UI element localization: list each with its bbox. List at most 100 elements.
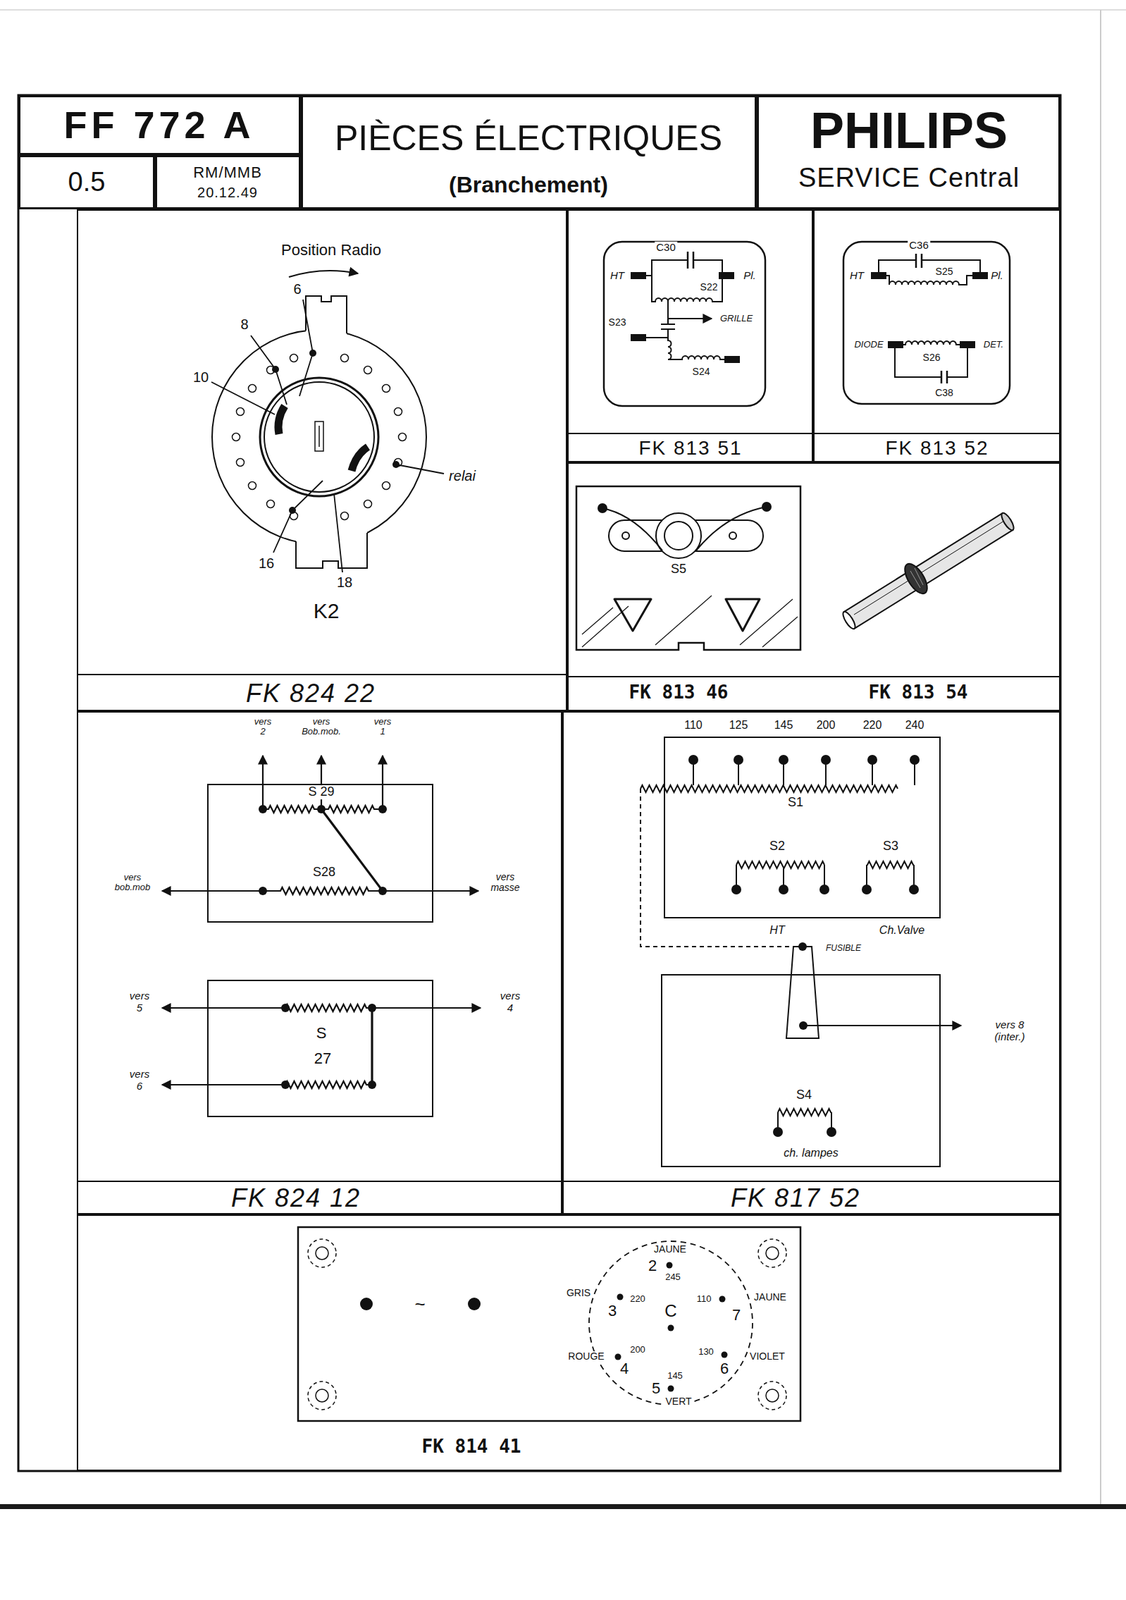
header-cell-text: (Branchement) [447, 172, 610, 198]
switch-s5-drawing-part [622, 531, 630, 540]
coil-wiring-part [370, 1007, 373, 1085]
callout-label: C36 [907, 239, 931, 252]
transformer-box-text: S3 [881, 839, 900, 854]
header-cell-text: 20.12.49 [195, 184, 260, 201]
k2-switch-part-part [211, 381, 275, 415]
switch-s5-drawing-part [598, 503, 607, 513]
voltage-selector-plate-part [467, 1297, 481, 1310]
callout-label: 18 [335, 574, 354, 590]
part-panel-text: FK 824 12 [229, 1183, 363, 1212]
callout-label: C [663, 1301, 678, 1320]
transformer-box-text: S1 [786, 795, 805, 810]
k2-switch-part-part [248, 481, 257, 490]
mains-transformer-wiring-part [866, 861, 914, 869]
mains-transformer-wiring-part [693, 759, 915, 785]
callout-label: VIOLET [748, 1350, 787, 1362]
frame-lines-part [76, 1180, 1061, 1182]
coil-wiring-part-part [317, 804, 326, 814]
callout-label: vers masse [489, 871, 521, 894]
coil-can-drawing-part-part [972, 271, 988, 280]
k2-switch-part-part [236, 458, 245, 467]
mains-transformer-wiring-part-part [820, 754, 831, 765]
switch-s5-drawing-part-part [739, 598, 793, 645]
part-panel-text: FK 814 41 [420, 1436, 523, 1457]
frame-lines [18, 95, 1061, 1471]
k2-switch-part-part [273, 480, 323, 553]
k2-switch-part [314, 421, 324, 451]
mains-transformer-wiring-part-part [819, 884, 830, 895]
coil-can-drawing-part [667, 337, 725, 360]
switch-s5-drawing-part [729, 531, 737, 540]
k2-switch-part-part [364, 366, 373, 375]
coil-box-text: S 29 [306, 784, 336, 800]
switch-s5-drawing-part-part [582, 605, 629, 647]
callout-label: S24 [691, 366, 712, 377]
coil-box-text: S28 [311, 865, 337, 880]
coil-wiring-part [262, 887, 383, 895]
callout-label: S5 [669, 562, 688, 577]
callout-label: 110 [682, 718, 704, 732]
part-panel-text: FK 813 46 [627, 682, 730, 703]
callout-label: C30 [654, 241, 678, 254]
voltage-selector-plate-part-part [765, 1246, 779, 1260]
callout-label: 6 [291, 281, 303, 297]
coil-can-drawing-part-part [718, 271, 735, 280]
transformer-box-text: S4 [794, 1087, 814, 1103]
header-cell: PIÈCES ÉLECTRIQUES (Branchement) [300, 95, 757, 210]
voltage-selector-plate-part-part [615, 1353, 622, 1360]
callout-label: 8 [238, 316, 250, 332]
page-edge-part [0, 9, 1126, 11]
callout-label: 220 [628, 1293, 647, 1304]
voltage-selector-plate-part-part [315, 1388, 329, 1402]
callout-label: 125 [727, 718, 750, 732]
coil-wiring-part [162, 1083, 286, 1086]
coil-can-drawing-part-part [630, 333, 647, 342]
callout-label: DIODE [852, 339, 885, 350]
header-cell-text: PIÈCES ÉLECTRIQUES [333, 119, 724, 158]
voltage-selector-plate-part-part [758, 1238, 787, 1267]
coil-can-drawing-part-part [870, 271, 887, 280]
mains-transformer-wiring-part [777, 1108, 832, 1116]
mains-transformer-wiring-part [826, 1126, 837, 1137]
mains-transformer-wiring-part [731, 884, 919, 895]
callout-label: 145 [665, 1370, 685, 1381]
switch-s5-drawing-part-part [762, 616, 798, 647]
coil-can-drawing-part [870, 271, 988, 349]
callout-label: 2 [646, 1257, 659, 1274]
voltage-selector-plate-part [298, 1226, 801, 1421]
voltage-selector-plate [298, 1226, 801, 1421]
k2-switch-part-part [382, 481, 391, 490]
callout-label: ROUGE [566, 1350, 606, 1362]
callout-label: vers 6 [128, 1068, 151, 1092]
coil-wiring-part [162, 1006, 286, 1009]
mains-transformer-wiring-part [736, 861, 825, 869]
coil-wiring-part-part [378, 886, 387, 895]
header-cell: FF 772 A [18, 95, 301, 156]
callout-label: C38 [933, 387, 955, 399]
voltage-selector-plate-part-part [315, 1246, 329, 1260]
k2-switch-part-part [398, 433, 407, 442]
mains-transformer-wiring-part-part [731, 884, 742, 895]
k2-switch-part [305, 295, 347, 334]
k2-switch-part [351, 446, 368, 471]
voltage-selector-plate-part-part [758, 1381, 787, 1410]
resistor-drawing-part [910, 567, 924, 588]
part-panel: FK 817 52S1S2S3S4ch. lampes [562, 710, 1061, 1215]
coil-can-drawing-part [894, 348, 968, 377]
coil-can-drawing-part [687, 251, 694, 269]
coil-wiring-part-part [281, 1003, 290, 1012]
callout-label: 16 [257, 555, 276, 571]
mains-transformer-wiring-part-part [778, 754, 789, 765]
part-panel-text: FK 817 52 [729, 1183, 862, 1212]
k2-switch-part-part [382, 384, 391, 393]
part-panel-text: FK 813 51 [636, 437, 744, 460]
coil-can-drawing-part [843, 241, 1010, 404]
voltage-selector-plate-part-part [307, 1381, 337, 1410]
part-panel-text: FK 813 52 [883, 437, 991, 460]
coil-box-text: 27 [312, 1049, 333, 1067]
coil-wiring-part [372, 1006, 481, 1009]
coil-can-drawing-part [646, 329, 668, 338]
callout-label: 6 [718, 1359, 730, 1377]
resistor-drawing-part [900, 560, 932, 597]
callout-label: Pl. [989, 269, 1005, 282]
